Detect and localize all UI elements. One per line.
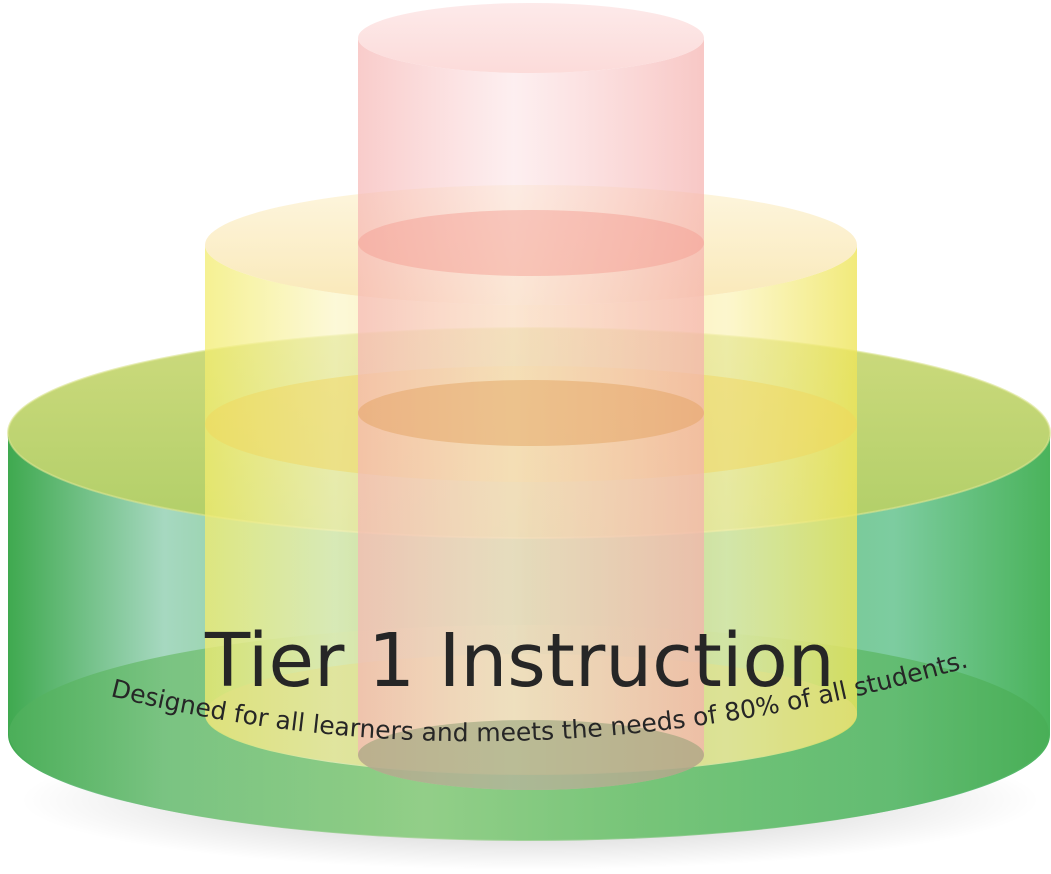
tier-3-cylinder <box>358 3 704 790</box>
tier-3-floor <box>358 720 704 790</box>
tier-3-side <box>358 38 704 790</box>
tier-3-mid-band <box>358 380 704 446</box>
tier-3-top <box>358 3 704 73</box>
diagram-title: Tier 1 Instruction <box>204 618 835 704</box>
tier-3-upper-band <box>358 210 704 276</box>
